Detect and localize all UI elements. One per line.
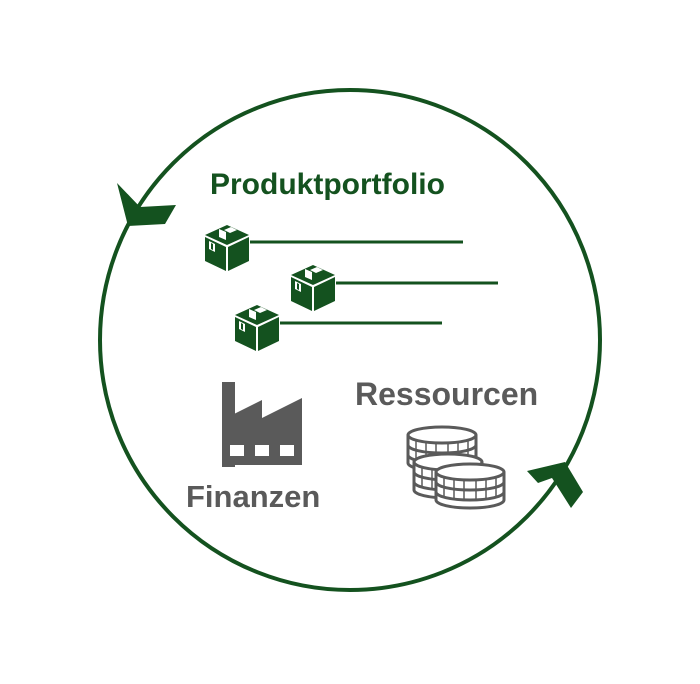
cycle-circle: [98, 88, 602, 592]
package-box-icon: [235, 305, 279, 351]
package-box-icon: [205, 225, 249, 271]
arrowhead-icon: [527, 462, 583, 508]
coin-stacks-icon: [406, 425, 506, 510]
arrowhead-icon: [117, 183, 176, 226]
portfolio-title: Produktportfolio: [210, 168, 445, 201]
package-box-icon: [291, 265, 335, 311]
finanzen-title: Finanzen: [186, 479, 321, 514]
factory-icon: [222, 382, 302, 467]
ressourcen-title: Ressourcen: [355, 376, 539, 412]
